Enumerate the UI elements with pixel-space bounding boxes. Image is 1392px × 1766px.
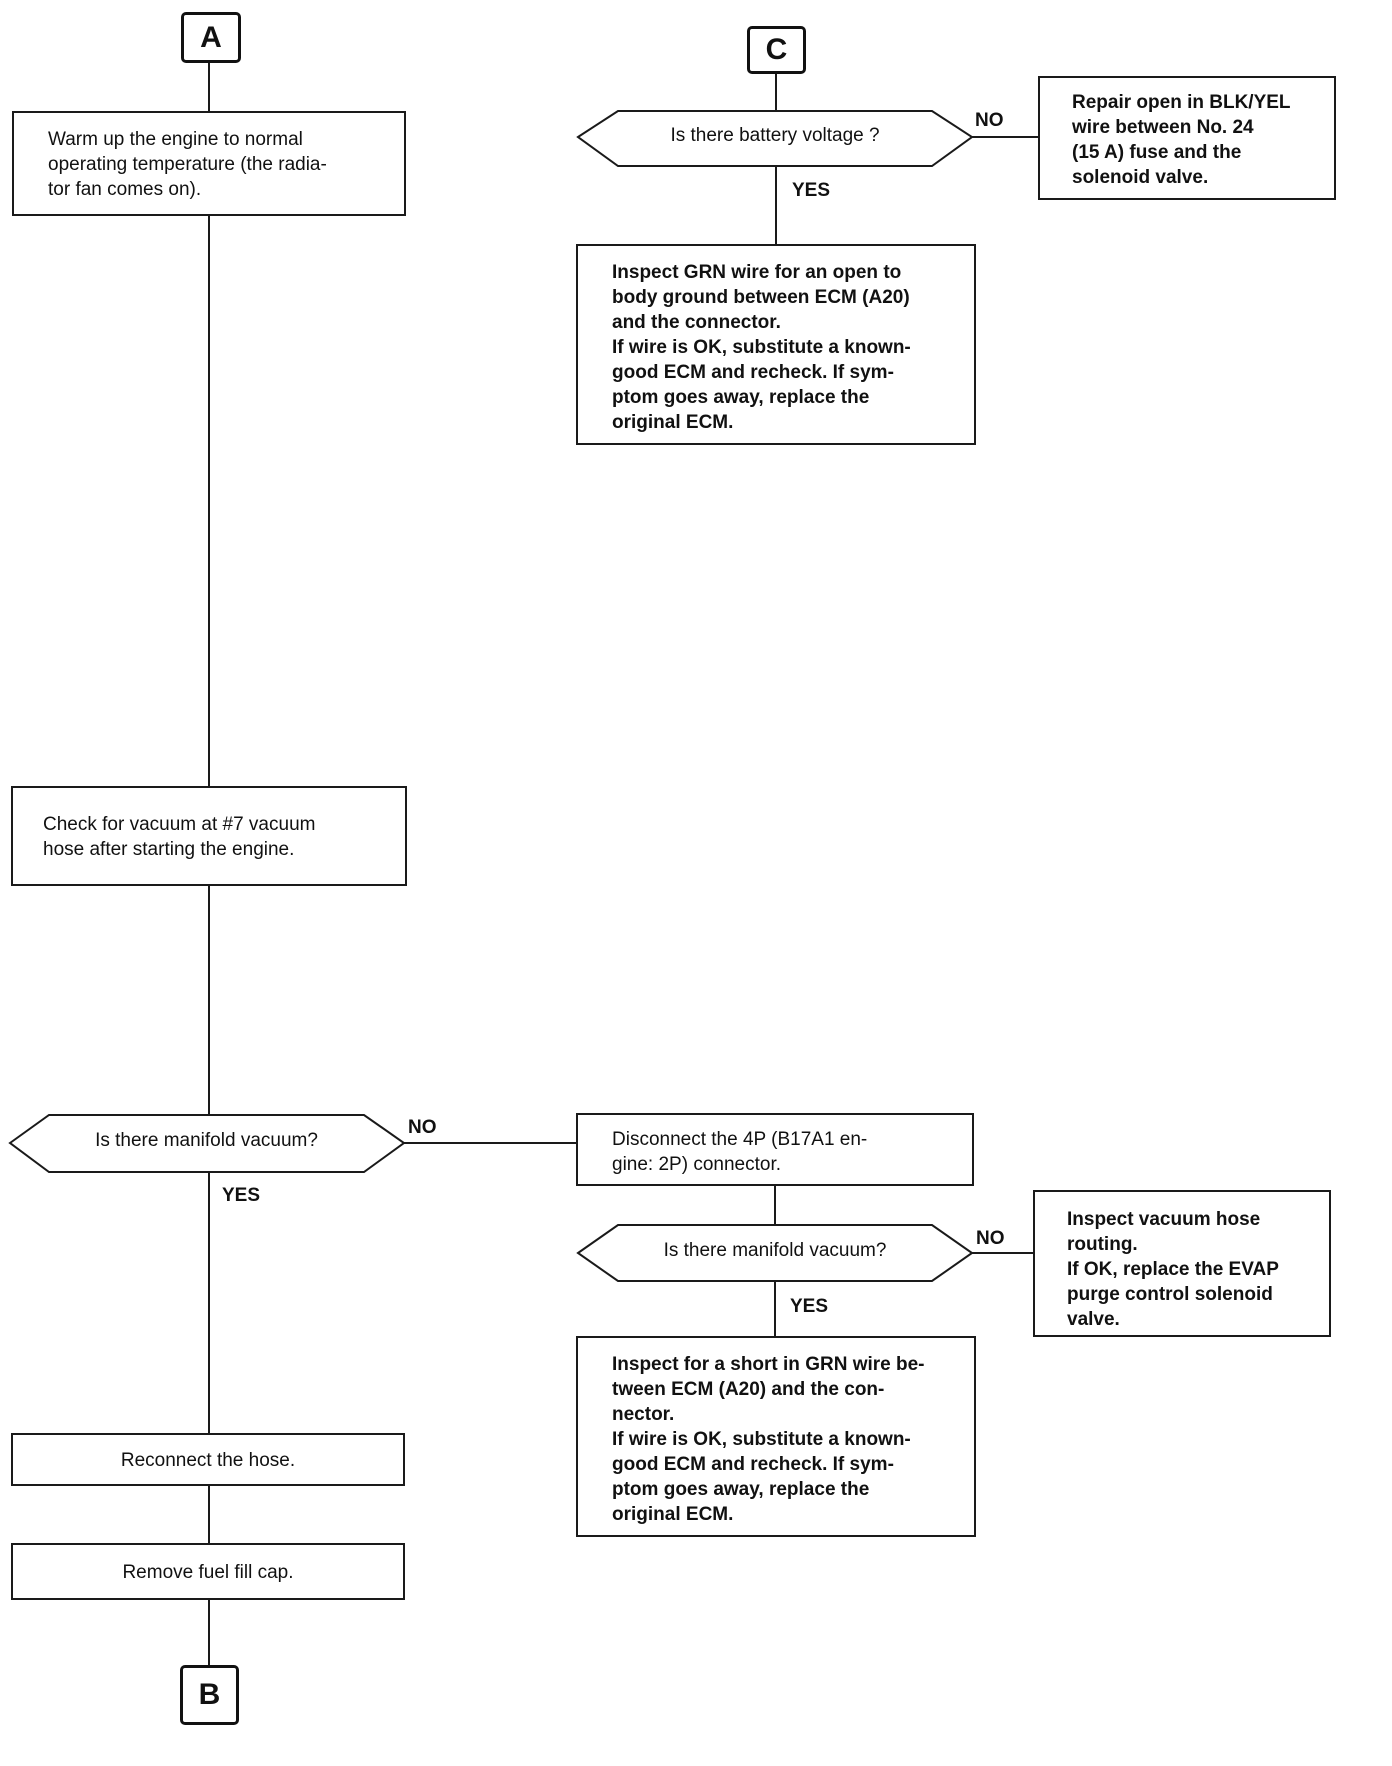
connector-a: A — [181, 12, 241, 63]
decision-manifold2-no: NO — [976, 1228, 1005, 1249]
decision-manifold2-label: Is there manifold vacuum? — [663, 1240, 887, 1261]
decision-manifold-yes: YES — [222, 1185, 261, 1206]
decision-battery-shape — [576, 110, 974, 167]
step-check-vacuum-text: Check for vacuum at #7 vacuum hose after… — [43, 814, 316, 860]
step-remove-cap: Remove fuel fill cap. — [11, 1543, 405, 1600]
step-remove-cap-text: Remove fuel fill cap. — [122, 1562, 294, 1583]
step-reconnect: Reconnect the hose. — [11, 1433, 405, 1486]
connector-c: C — [747, 26, 806, 74]
step-reconnect-text: Reconnect the hose. — [120, 1450, 296, 1471]
step-warm-up-text: Warm up the engine to normal operating t… — [48, 129, 327, 200]
decision-manifold-label: Is there manifold vacuum? — [95, 1130, 318, 1151]
step-inspect-grn-open-text: Inspect GRN wire for an open to body gro… — [612, 262, 911, 433]
step-inspect-hose-text: Inspect vacuum hose routing. If OK, repl… — [1067, 1209, 1279, 1330]
decision-battery-label: Is there battery voltage ? — [670, 125, 880, 146]
decision-manifold2-yes: YES — [790, 1296, 829, 1317]
decision-battery-yes: YES — [792, 180, 831, 201]
step-inspect-grn-open: Inspect GRN wire for an open to body gro… — [576, 244, 976, 445]
step-inspect-grn-short: Inspect for a short in GRN wire be- twee… — [576, 1336, 976, 1537]
step-repair-open-text: Repair open in BLK/YEL wire between No. … — [1072, 92, 1291, 188]
decision-manifold-shape — [8, 1114, 406, 1173]
step-warm-up: Warm up the engine to normal operating t… — [12, 111, 406, 216]
step-repair-open: Repair open in BLK/YEL wire between No. … — [1038, 76, 1336, 200]
step-disconnect: Disconnect the 4P (B17A1 en- gine: 2P) c… — [576, 1113, 974, 1186]
step-inspect-hose: Inspect vacuum hose routing. If OK, repl… — [1033, 1190, 1331, 1337]
step-inspect-grn-short-text: Inspect for a short in GRN wire be- twee… — [612, 1354, 925, 1525]
connector-b: B — [180, 1665, 239, 1725]
decision-manifold2-shape — [576, 1224, 974, 1282]
decision-manifold-no: NO — [408, 1117, 437, 1138]
step-disconnect-text: Disconnect the 4P (B17A1 en- gine: 2P) c… — [612, 1129, 868, 1175]
decision-battery-no: NO — [975, 110, 1004, 131]
step-check-vacuum: Check for vacuum at #7 vacuum hose after… — [11, 786, 407, 886]
